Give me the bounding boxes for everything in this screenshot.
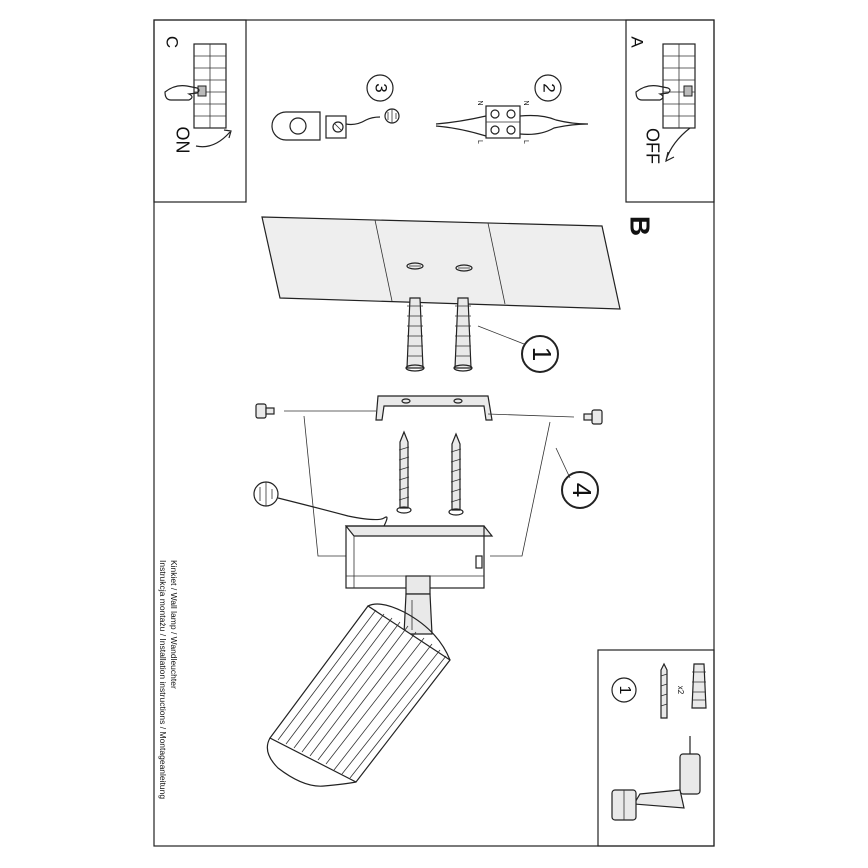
wire-label-l-right: L <box>522 140 529 144</box>
kit-wall-plug-icon <box>691 663 707 709</box>
terminal-block-icon <box>435 105 589 139</box>
step-3-badge <box>366 74 394 102</box>
lamp-shade <box>266 603 451 787</box>
drill-icon <box>611 736 701 821</box>
step-4-badge <box>561 471 599 509</box>
panel-c: C ON <box>163 36 232 154</box>
lamp-base <box>344 525 494 589</box>
kit-panel: 1 x2 <box>611 662 707 821</box>
drill-holes <box>406 262 473 272</box>
step-3-number: 3 <box>372 83 391 92</box>
guide-line-right <box>490 421 551 557</box>
kit-screw-icon <box>660 662 668 719</box>
step-2-number: 2 <box>540 83 559 92</box>
kit-panel-frame <box>597 649 715 847</box>
hand-c-icon <box>164 85 200 101</box>
wire-label-l-left: L <box>476 140 483 144</box>
lamp-arm <box>403 575 433 635</box>
ground-symbol-icon-small <box>384 108 400 124</box>
side-screw-right-icon <box>583 409 603 425</box>
wood-screw-left-icon <box>396 430 412 514</box>
arrow-c-icon <box>195 129 232 148</box>
step-3: 3 <box>271 74 400 141</box>
sheet-frame <box>153 19 715 847</box>
ground-symbol-icon <box>253 481 279 507</box>
kit-step-badge <box>611 677 637 703</box>
panel-c-state: ON <box>172 127 192 154</box>
earth-terminal-icon <box>271 111 381 141</box>
ground-wire <box>277 497 388 527</box>
side-screw-left-icon <box>255 403 275 419</box>
panel-a-letter: A <box>628 36 647 48</box>
wood-screws <box>396 430 464 516</box>
wall-plane <box>261 216 621 310</box>
arrow-a-icon <box>665 127 691 163</box>
step-1-badge <box>521 335 559 373</box>
panel-a-frame <box>625 19 715 203</box>
guide-line-right-top <box>487 413 575 418</box>
step-4-number: 4 <box>567 483 597 497</box>
caption-line-2: Kinkiet / Wall lamp / Wandleuchter <box>169 560 179 689</box>
wire-label-n-right: N <box>522 100 529 105</box>
hand-a-icon <box>635 85 671 101</box>
panel-a-state: OFF <box>642 128 662 164</box>
fuse-box-a-icon <box>662 43 696 129</box>
guide-line-left <box>303 415 346 557</box>
step-2: 2 N N L L <box>435 74 589 144</box>
wall-plug-right-icon <box>453 297 473 372</box>
panel-c-frame <box>153 19 247 203</box>
kit-quantity: x2 <box>676 686 685 695</box>
panel-a: A OFF <box>628 36 696 164</box>
wall-plugs <box>405 297 473 372</box>
panel-c-letter: C <box>163 36 182 48</box>
wire-label-n-left: N <box>476 100 483 105</box>
step-1-leader <box>477 325 525 345</box>
fuse-box-c-icon <box>193 43 227 129</box>
step-2-badge <box>534 74 562 102</box>
caption-line-1: Instrukcja montażu / Installation instru… <box>158 560 168 799</box>
step-4-leader <box>555 447 571 479</box>
mounting-bracket <box>375 395 493 421</box>
wood-screw-right-icon <box>448 432 464 516</box>
wall-plug-left-icon <box>405 297 425 372</box>
panel-b-letter: B <box>625 216 656 236</box>
kit-step-number: 1 <box>616 686 633 695</box>
step-1-number: 1 <box>527 347 557 361</box>
